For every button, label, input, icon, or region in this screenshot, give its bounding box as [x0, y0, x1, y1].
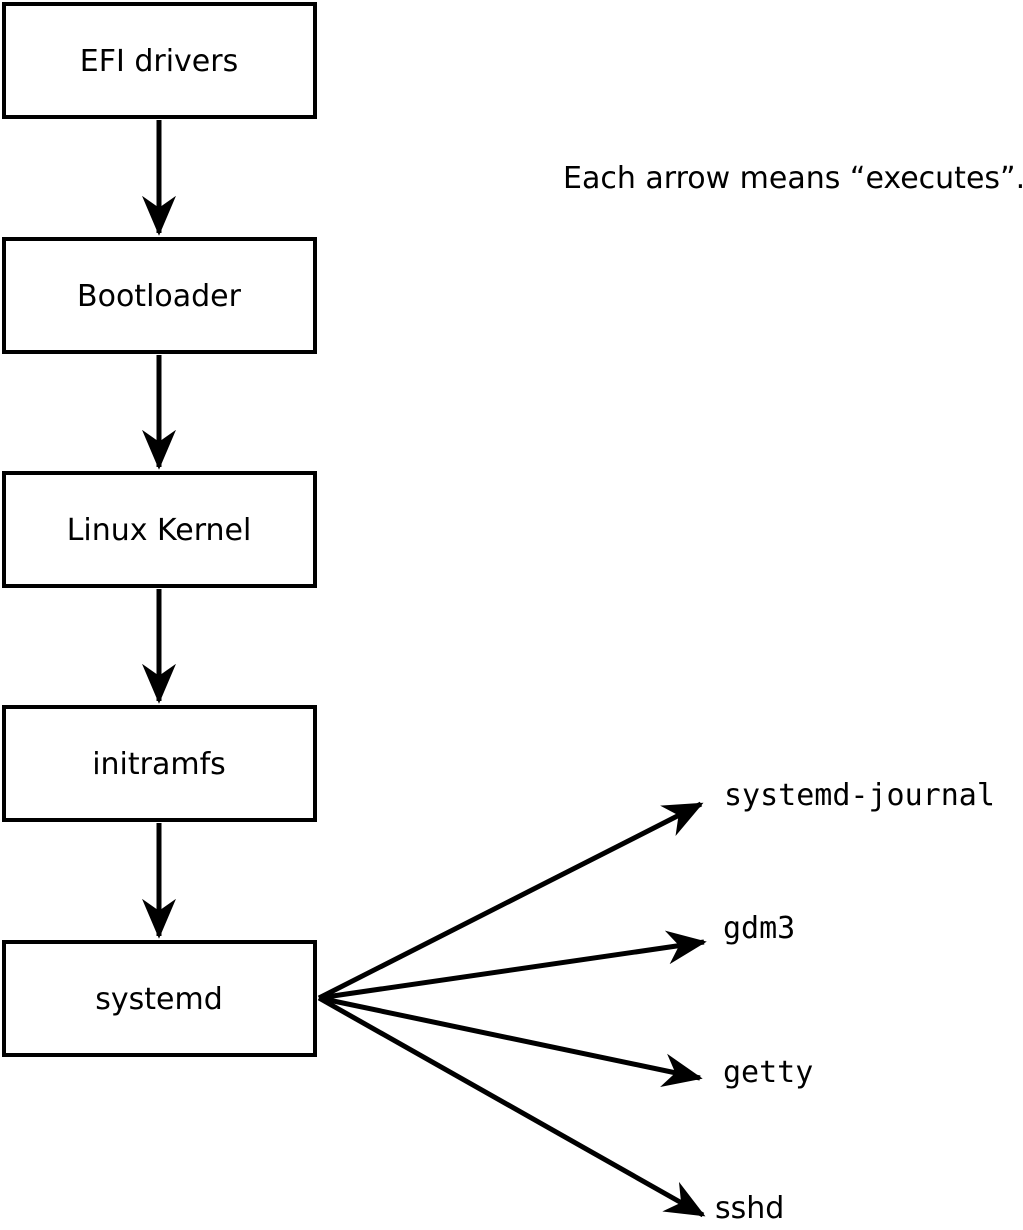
node-box-linux-kernel — [2, 471, 317, 588]
child-label-sshd: sshd — [715, 1191, 784, 1226]
child-label-gdm3: gdm3 — [723, 911, 795, 946]
child-label-systemd-journal: systemd-journal — [724, 778, 995, 813]
child-label-getty: getty — [723, 1055, 813, 1090]
edge-systemd-to-getty-arrow — [318, 995, 703, 1087]
edge-systemd-to-gdm3-arrow — [318, 930, 707, 1001]
note-text: Each arrow means “executes”. — [563, 161, 1023, 196]
node-box-bootloader — [2, 237, 317, 354]
node-label-initramfs: initramfs — [92, 747, 226, 782]
node-label-efi-drivers: EFI drivers — [80, 44, 238, 79]
node-label-linux-kernel: Linux Kernel — [67, 513, 252, 548]
edge-systemd-to-systemd-journal-arrow — [317, 801, 704, 1001]
edge-systemd-to-sshd-arrow — [317, 995, 706, 1218]
node-box-initramfs — [2, 705, 317, 822]
node-box-efi-drivers — [2, 2, 317, 119]
node-label-systemd: systemd — [95, 982, 223, 1017]
node-box-systemd — [2, 940, 317, 1057]
node-label-bootloader: Bootloader — [77, 279, 242, 314]
